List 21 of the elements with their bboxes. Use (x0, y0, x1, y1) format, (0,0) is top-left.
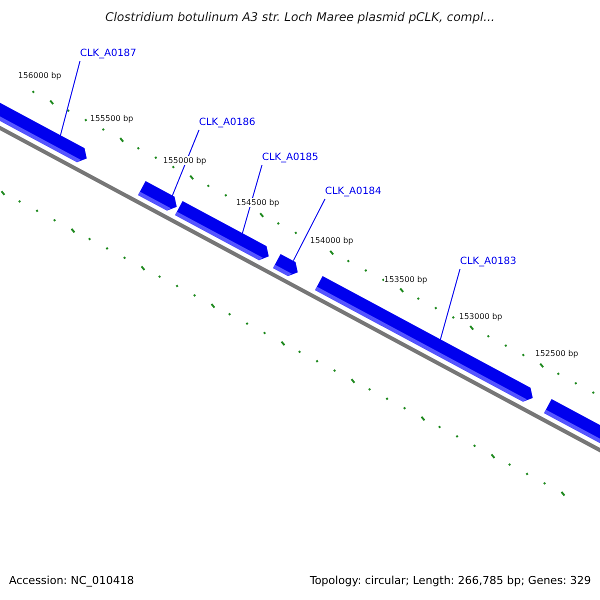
gene-label: CLK_A0184 (325, 186, 382, 197)
leader-line (292, 198, 326, 262)
gene-feature (272, 254, 298, 276)
gene-feature (0, 102, 87, 162)
gene-label: CLK_A0187 (80, 48, 136, 59)
gene-feature (138, 181, 177, 211)
leader-line (440, 268, 460, 340)
summary-text: Topology: circular; Length: 266,785 bp; Genes: 329 (310, 574, 591, 587)
map-title: Clostridium botulinum A3 str. Loch Maree plasmid pCLK, compl... (104, 10, 496, 24)
position-label: 153500 bp (384, 275, 428, 284)
position-label: 154500 bp (236, 198, 280, 207)
leader-line (60, 60, 80, 136)
position-label: 154000 bp (310, 236, 354, 245)
position-label: 153000 bp (459, 312, 502, 321)
leader-line (242, 164, 262, 234)
gene-feature (174, 200, 269, 260)
gene-label: CLK_A0186 (199, 117, 256, 128)
leader-line (172, 130, 200, 196)
gene-label: CLK_A0185 (262, 152, 318, 163)
accession-text: Accession: NC_010418 (9, 574, 134, 587)
gene-label: CLK_A0183 (460, 256, 516, 267)
